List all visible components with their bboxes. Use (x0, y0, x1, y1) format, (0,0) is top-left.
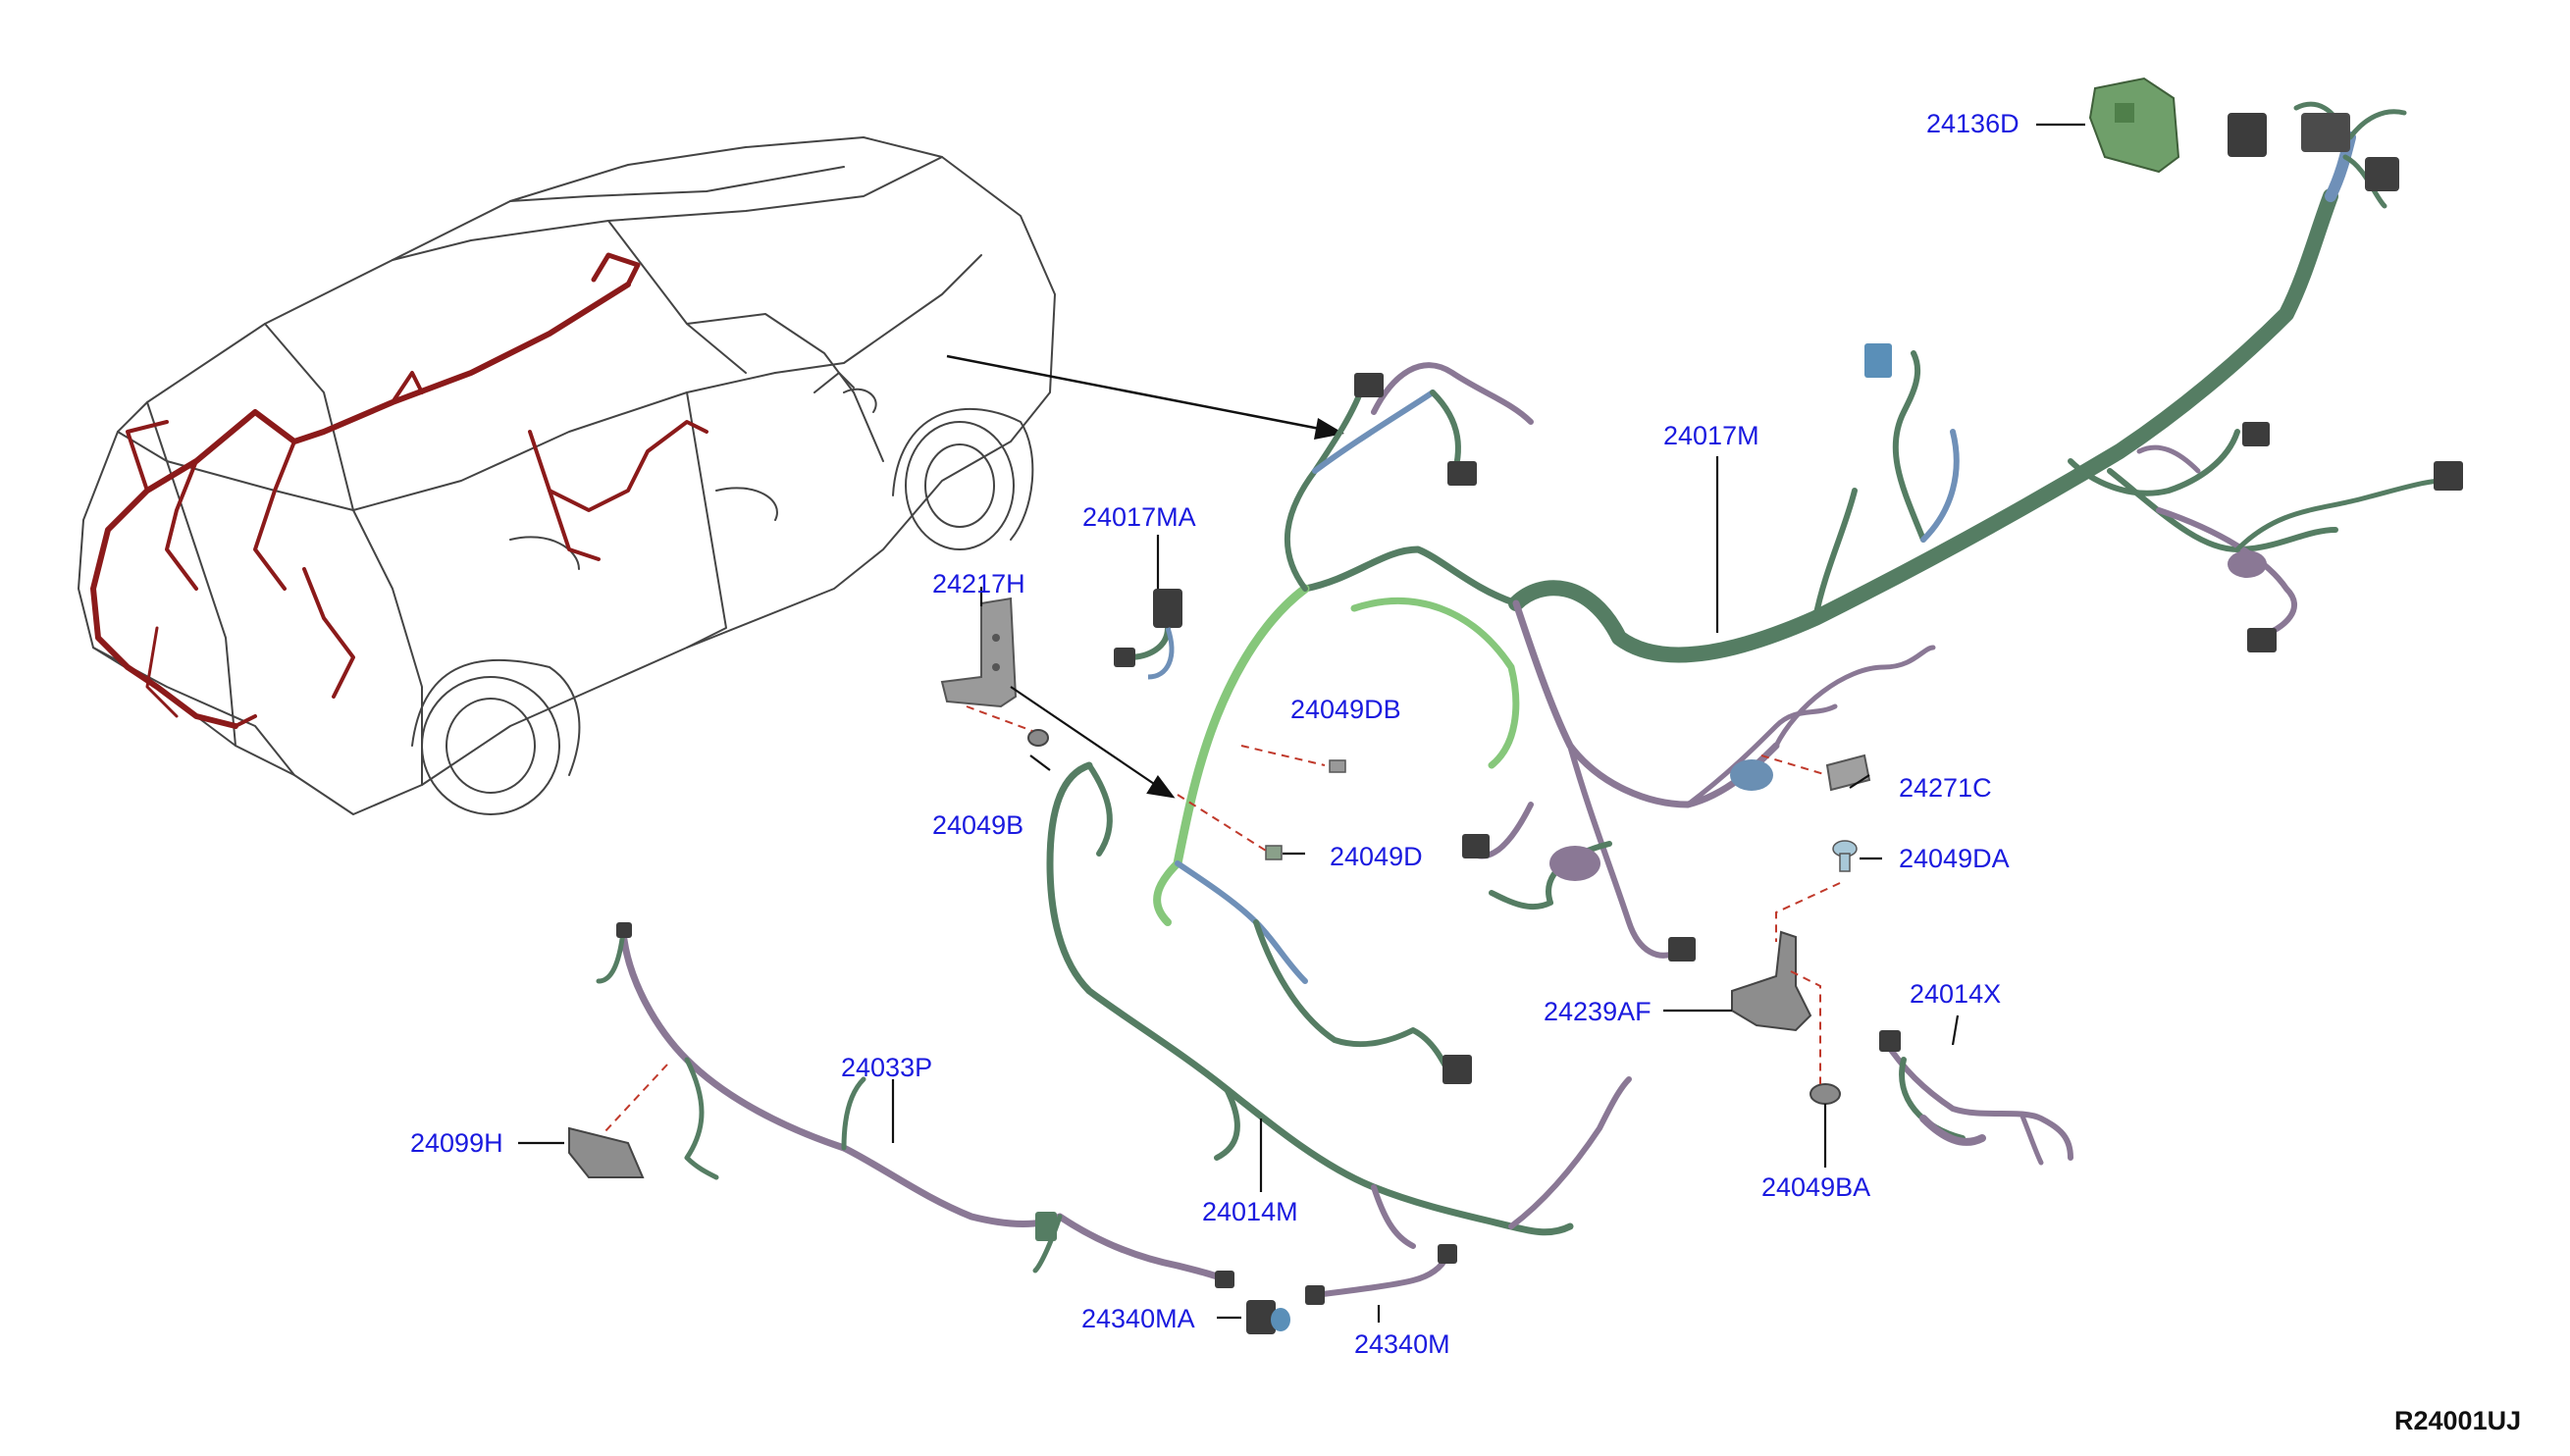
pointer-arrow (946, 354, 1344, 440)
harness-24014x (1879, 1030, 2073, 1166)
harness-connectors (1354, 113, 2463, 1084)
protector-24271c (1825, 754, 1871, 792)
label-24014x[interactable]: 24014X (1910, 979, 2002, 1009)
vehicle-harness (90, 252, 708, 729)
connector-block (1668, 937, 1696, 962)
label-24099h[interactable]: 24099H (410, 1128, 503, 1158)
label-24340m[interactable]: 24340M (1354, 1329, 1450, 1359)
bracket-24217h (940, 597, 1018, 708)
label-24017ma[interactable]: 24017MA (1082, 502, 1196, 532)
connector-block (1442, 1055, 1472, 1084)
grommet (1730, 759, 1773, 791)
connector-block (2434, 461, 2463, 491)
grommet (1549, 846, 1600, 881)
connector-block (2365, 157, 2399, 191)
label-24014m[interactable]: 24014M (1202, 1197, 1298, 1226)
clip-24049da (1832, 840, 1858, 872)
harness-24340m (1305, 1244, 1457, 1305)
connector-block (2242, 422, 2270, 446)
connector-block (1462, 834, 1490, 858)
connector-block (1354, 373, 1384, 397)
label-24239af[interactable]: 24239AF (1544, 997, 1652, 1026)
dashed-leader-lines (603, 705, 1841, 1134)
vehicle-outline (78, 136, 1056, 815)
grommet (2228, 550, 2267, 578)
connector-block (1864, 343, 1892, 378)
sensor-24017ma (1114, 589, 1182, 680)
bracket-24239af (1731, 930, 1812, 1032)
label-24049ba[interactable]: 24049BA (1761, 1172, 1871, 1202)
clip-24049db (1329, 759, 1346, 773)
label-24049da[interactable]: 24049DA (1899, 844, 2010, 873)
label-24049d[interactable]: 24049D (1330, 842, 1423, 871)
connector-block (2301, 113, 2350, 152)
nut-24049ba (1809, 1083, 1841, 1105)
diagram-code: R24001UJ (2394, 1406, 2522, 1435)
bracket-24099h (568, 1126, 645, 1178)
harness-24014m (1046, 761, 1632, 1249)
connector-block (2247, 628, 2277, 652)
relay-box-24136d (2088, 77, 2180, 174)
clip-24049d (1265, 845, 1283, 860)
connector-block (1447, 461, 1477, 486)
bolt-24049b (1027, 729, 1049, 747)
harness-24033p (596, 922, 1234, 1288)
label-24271c[interactable]: 24271C (1899, 773, 1992, 803)
label-24217h[interactable]: 24217H (932, 569, 1025, 598)
label-24340ma[interactable]: 24340MA (1081, 1304, 1195, 1333)
label-24033p[interactable]: 24033P (841, 1053, 933, 1082)
leader-lines (518, 123, 2085, 1323)
label-24049b[interactable]: 24049B (932, 810, 1024, 840)
label-24136d[interactable]: 24136D (1926, 109, 2019, 138)
sensor-24340ma (1246, 1300, 1290, 1334)
label-24017m[interactable]: 24017M (1663, 421, 1759, 450)
main-harness-24017m (1153, 101, 2446, 1082)
connector-block (2228, 113, 2267, 157)
label-24049db[interactable]: 24049DB (1290, 695, 1401, 724)
